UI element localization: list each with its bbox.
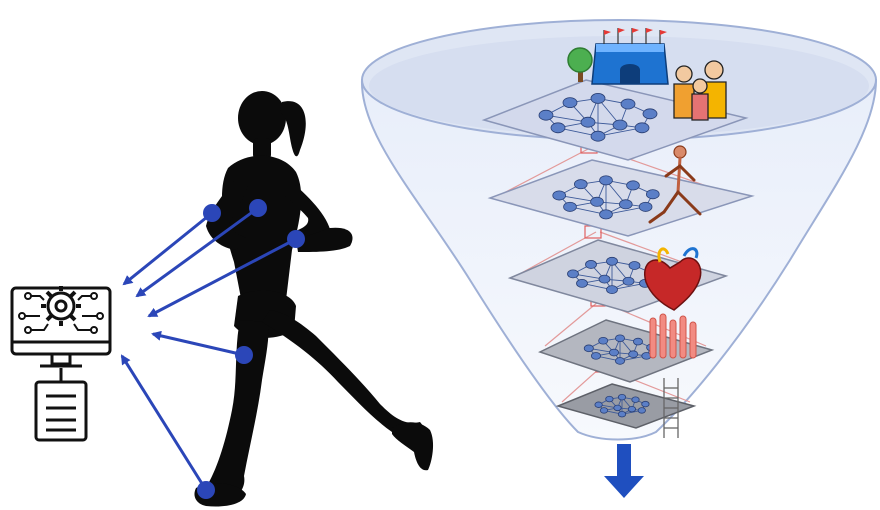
ladder-icon: [663, 378, 679, 438]
layer-networks: [538, 93, 660, 418]
network-node: [576, 278, 588, 288]
network-population: [538, 93, 658, 142]
sensor-dot-ankle: [197, 481, 215, 499]
runner-silhouette: [194, 91, 434, 507]
people-group-icon: [673, 60, 727, 121]
network-node: [562, 97, 578, 108]
layer-molecular: [555, 383, 697, 429]
arrow-knee: [151, 330, 245, 357]
sensor-dot-knee: [235, 346, 253, 364]
network-node: [613, 404, 622, 412]
network-node: [599, 209, 613, 220]
network-node: [617, 393, 627, 401]
muscle-cells-icon: [649, 313, 697, 359]
network-node: [590, 196, 604, 207]
computer-gear-icon: [10, 286, 112, 368]
network-edge: [597, 127, 643, 137]
network-edge: [605, 206, 646, 215]
sensor-dot-shoulder-left: [203, 204, 221, 222]
network-node: [590, 93, 606, 104]
network-node: [591, 352, 602, 360]
network-node: [605, 395, 614, 403]
arrow-ankle: [120, 354, 208, 491]
network-node: [615, 334, 626, 343]
network-node: [612, 119, 628, 131]
network-node: [631, 396, 640, 403]
network-node: [599, 175, 613, 186]
network-node: [638, 201, 653, 212]
network-node: [583, 344, 594, 353]
network-node: [627, 405, 637, 413]
sensor-dot-shoulder-right: [249, 199, 267, 217]
network-node: [606, 256, 618, 266]
network-node: [618, 199, 633, 210]
network-node: [633, 337, 644, 346]
network-node: [615, 357, 626, 365]
funnel-rim-inner: [369, 36, 869, 136]
network-node: [634, 122, 650, 134]
down-arrow-icon: [604, 444, 644, 498]
document-icon: [34, 368, 88, 442]
network-node: [594, 401, 603, 408]
network-organism: [552, 175, 660, 220]
network-node: [598, 274, 611, 284]
network-node: [598, 336, 609, 345]
network-node: [585, 260, 597, 269]
network-node: [590, 130, 606, 142]
network-molecular: [594, 393, 650, 418]
network-node: [642, 108, 658, 120]
arrow-wrist: [147, 237, 297, 318]
network-node: [538, 109, 554, 121]
network-node: [563, 201, 577, 212]
network-node: [552, 190, 566, 201]
network-node: [609, 348, 620, 357]
network-node: [628, 350, 639, 359]
arrow-shoulder-left: [122, 211, 213, 286]
network-node: [645, 189, 660, 200]
sensor-arrows: [120, 206, 297, 491]
tree-icon: [567, 47, 593, 82]
network-node: [606, 285, 618, 295]
network-node: [622, 276, 635, 286]
network-node: [637, 407, 646, 414]
network-node: [641, 400, 650, 408]
layer-tissue: [538, 319, 715, 383]
network-node: [567, 269, 579, 279]
network-node: [620, 98, 636, 110]
network-node: [550, 122, 566, 134]
network-organ: [567, 256, 657, 295]
network-node: [599, 407, 609, 414]
network-node: [573, 179, 588, 190]
anatomy-runner-icon: [648, 145, 702, 224]
arrow-shoulder-right: [135, 206, 259, 298]
network-node: [628, 261, 641, 270]
sensor-dot-wrist: [287, 230, 305, 248]
sensor-dots: [197, 199, 305, 499]
stadium-icon: [591, 28, 669, 85]
network-tissue: [583, 334, 657, 365]
network-node: [617, 410, 627, 418]
network-node: [580, 116, 596, 128]
network-node: [626, 180, 640, 191]
heart-icon: [643, 247, 702, 311]
